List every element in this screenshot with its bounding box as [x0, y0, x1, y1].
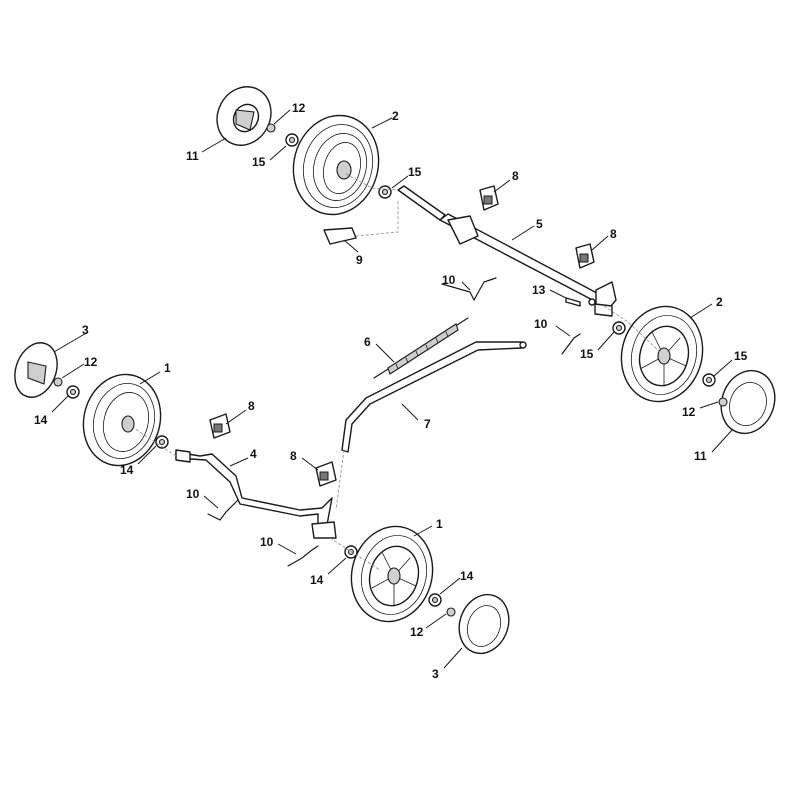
part-nut-12a	[266, 123, 276, 133]
callout-14: 14	[460, 569, 474, 583]
part-end-cap	[323, 227, 357, 245]
part-torsion-spring-d	[287, 545, 319, 567]
part-clip-8d	[315, 461, 337, 487]
part-washer-15a	[285, 133, 299, 147]
part-wheel-front-right	[350, 525, 434, 623]
part-hubcap-rear-right	[720, 369, 776, 435]
callout-14: 14	[34, 413, 48, 427]
callout-1: 1	[164, 361, 171, 375]
part-washer-15c	[612, 321, 626, 335]
callout-14: 14	[310, 573, 324, 587]
callout-9: 9	[356, 253, 363, 267]
part-clip-8b	[575, 243, 595, 269]
assembly-lines	[133, 173, 661, 571]
callout-8: 8	[290, 449, 297, 463]
part-height-adjust-rod	[341, 341, 527, 453]
part-washer-14a	[66, 385, 80, 399]
part-wheel-rear-right	[620, 305, 704, 403]
callout-11: 11	[186, 149, 199, 163]
part-wheel-front-left	[82, 373, 162, 467]
callout-11: 11	[694, 449, 707, 463]
callout-14: 14	[120, 463, 134, 477]
leader-lines	[51, 109, 733, 669]
part-nut-12c	[53, 377, 63, 387]
part-nut-12b	[718, 397, 728, 407]
callout-12: 12	[410, 625, 424, 639]
callout-15: 15	[252, 155, 266, 169]
callout-10: 10	[260, 535, 274, 549]
callout-8: 8	[512, 169, 519, 183]
callout-10: 10	[186, 487, 200, 501]
part-wheel-rear-left	[292, 114, 380, 216]
part-washer-14c	[344, 545, 358, 559]
callout-10: 10	[534, 317, 548, 331]
callout-13: 13	[532, 283, 546, 297]
part-torsion-spring-b	[561, 333, 581, 355]
callout-12: 12	[84, 355, 98, 369]
callout-1: 1	[436, 517, 443, 531]
callout-12: 12	[682, 405, 696, 419]
callout-10: 10	[442, 273, 456, 287]
callout-15: 15	[734, 349, 748, 363]
callouts: 11 12 15 2 15 8 5 8 9 10 13 2 10 15 15 1…	[34, 101, 748, 681]
part-hubcap-front-left	[14, 342, 58, 398]
part-clip-8a	[479, 185, 499, 211]
part-bolt-13	[565, 297, 581, 307]
callout-2: 2	[392, 109, 399, 123]
part-torsion-spring-c	[207, 499, 239, 521]
callout-6: 6	[364, 335, 371, 349]
part-clip-8c	[209, 413, 231, 439]
part-hubcap-rear-left	[216, 86, 272, 146]
part-nut-12d	[446, 607, 456, 617]
callout-7: 7	[424, 417, 431, 431]
callout-15: 15	[408, 165, 422, 179]
callout-8: 8	[610, 227, 617, 241]
callout-3: 3	[82, 323, 89, 337]
part-tension-spring	[373, 317, 469, 379]
part-washer-14d	[428, 593, 442, 607]
callout-4: 4	[250, 447, 257, 461]
part-washer-15d	[702, 373, 716, 387]
callout-2: 2	[716, 295, 723, 309]
callout-3: 3	[432, 667, 439, 681]
callout-8: 8	[248, 399, 255, 413]
part-torsion-spring-a	[441, 277, 497, 302]
part-rear-axle	[397, 185, 617, 317]
callout-5: 5	[536, 217, 543, 231]
part-front-axle	[175, 449, 337, 539]
part-hubcap-front-right	[458, 593, 510, 655]
callout-15: 15	[580, 347, 594, 361]
part-washer-15b	[378, 185, 392, 199]
callout-12: 12	[292, 101, 306, 115]
